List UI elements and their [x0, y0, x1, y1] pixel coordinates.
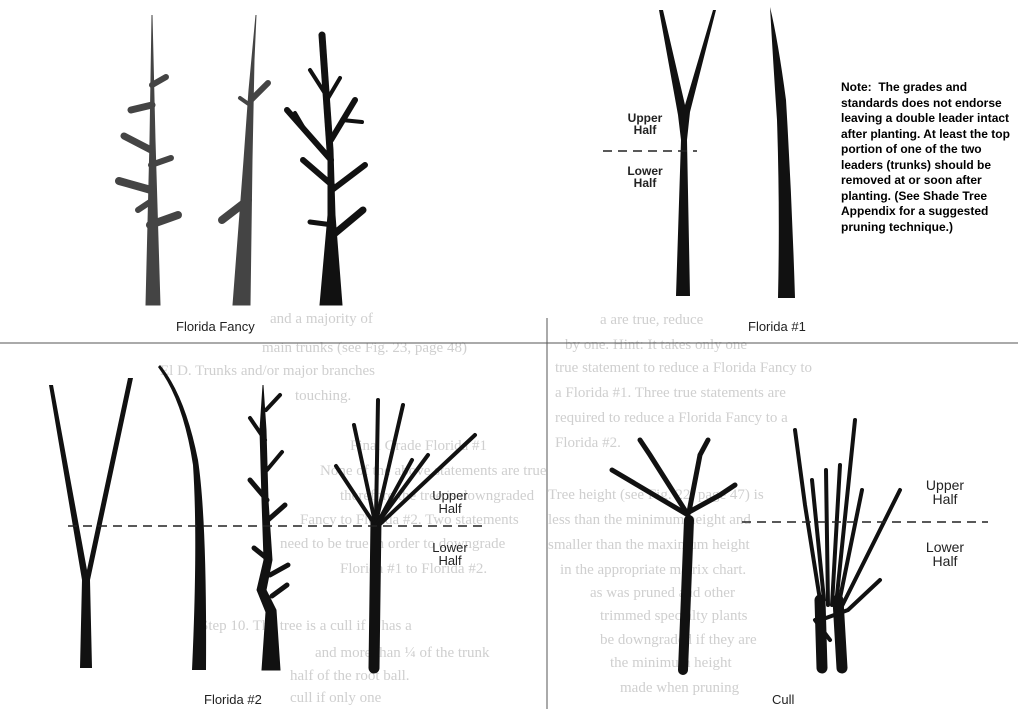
bleed-text-line: smaller than the maximum height [548, 537, 750, 553]
bleed-text-line: be downgraded if they are [600, 632, 757, 648]
fancy-tree-1 [115, 14, 182, 306]
bleed-text-line: by one. Hint: It takes only one [565, 337, 748, 353]
florida-2-upper-half-label: Upper Half [420, 489, 480, 515]
bleed-text-line: in the appropriate matrix chart. [560, 562, 747, 578]
lower-label-line: Half [633, 176, 657, 190]
bleed-text-line: need to be true in order to downgrade [280, 536, 506, 552]
bleed-text-line: as was pruned and other [590, 585, 735, 601]
lower-label-line: Lower [627, 164, 663, 178]
bleed-text-line: a Florida #1. Three true statements are [555, 385, 786, 401]
bleed-text-line: Step 10. The tree is a cull if it has a [200, 618, 412, 634]
cull-tree-1 [609, 437, 738, 675]
florida-1-trees [603, 7, 795, 298]
bleed-text-line: main trunks (see Fig. 23, page 48) [262, 340, 467, 356]
lower-label-line: Half [932, 553, 958, 569]
lower-label-line: Lower [925, 539, 965, 555]
florida-2-trees [49, 365, 486, 674]
bleed-text-line: the minimum height [610, 655, 732, 671]
caption-florida-1: Florida #1 [748, 319, 806, 334]
upper-label-line: Half [438, 501, 462, 516]
caption-florida-fancy: Florida Fancy [176, 319, 255, 334]
florida-2-lower-half-label: Lower Half [420, 541, 480, 567]
upper-label-line: Upper [627, 111, 663, 125]
caption-florida-2: Florida #2 [204, 692, 262, 707]
bleed-text-line: and more than ¼ of the trunk [315, 645, 490, 661]
upper-label-line: Half [932, 491, 958, 507]
cull-tree-2 [793, 418, 902, 674]
bleed-text-line: true statement to reduce a Florida Fancy… [555, 360, 812, 376]
florida-2-tree-2 [158, 365, 207, 670]
florida-1-upper-half-label: Upper Half [615, 112, 675, 136]
cull-trees [609, 418, 988, 675]
bleed-text-line: a are true, reduce [600, 312, 704, 328]
note-block: Note: The grades and standards does not … [841, 80, 1018, 235]
upper-label-line: Upper [925, 477, 965, 493]
florida-1-lower-half-label: Lower Half [615, 165, 675, 189]
bleed-text-line: El D. Trunks and/or major branches [160, 363, 375, 379]
bleed-text-line: and a majority of [270, 311, 373, 327]
bleed-text-line: Fancy to Florida #2. Two statements [300, 512, 519, 528]
florida-1-single-leader-tree [770, 7, 795, 298]
florida-2-tree-4 [334, 398, 477, 674]
upper-label-line: Half [633, 123, 657, 137]
lower-label-line: Lower [432, 540, 468, 555]
note-prefix: Note: [841, 80, 872, 94]
florida-1-double-leader-tree [659, 10, 716, 296]
fancy-tree-3 [284, 31, 368, 306]
cull-lower-half-label: Lower Half [915, 540, 975, 568]
bleed-text-line: made when pruning [620, 680, 740, 696]
bleed-text-line: required to reduce a Florida Fancy to a [555, 410, 788, 426]
fancy-tree-2 [218, 14, 271, 306]
bleed-text-line: trimmed specialty plants [600, 608, 748, 624]
florida-2-tree-3 [247, 384, 291, 671]
bleed-text-line: touching. [295, 388, 352, 404]
lower-label-line: Half [438, 553, 462, 568]
bleed-text-line: Final Grade Florida #1 [350, 438, 488, 454]
florida-fancy-trees [115, 14, 368, 306]
cull-upper-half-label: Upper Half [915, 478, 975, 506]
upper-label-line: Upper [432, 488, 468, 503]
bleed-text-line: half of the root ball. [290, 668, 410, 684]
bleed-text-line: Florida #2. [555, 435, 621, 451]
caption-cull: Cull [772, 692, 795, 707]
florida-2-tree-1 [49, 378, 133, 668]
bleed-text-line: cull if only one [290, 690, 382, 706]
bleed-text-line: less than the minimum height and [548, 512, 751, 528]
note-text: The grades and standards does not endors… [841, 80, 1010, 234]
